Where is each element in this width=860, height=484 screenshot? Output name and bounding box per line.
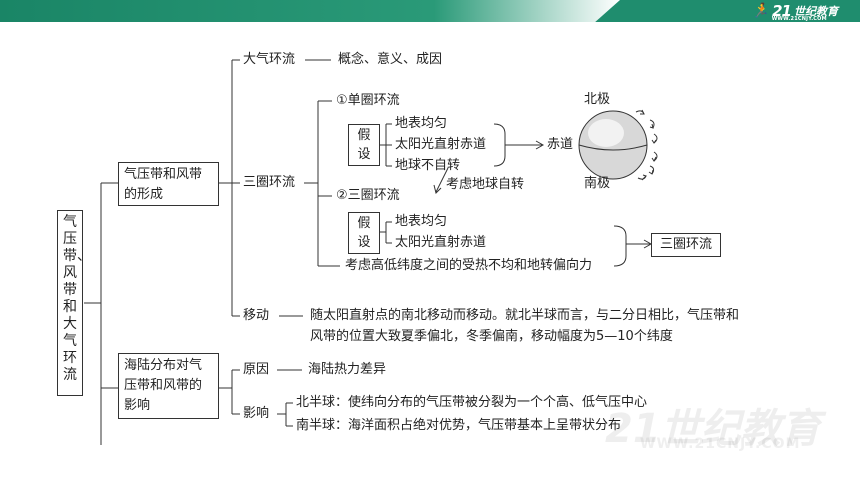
single-assumption-1: 地表均匀 [395, 116, 448, 131]
move-desc-line1: 随太阳直射点的南北移动而移动。就北半球而言，与二分日相比，气压带和 [310, 308, 740, 323]
brand-number: 21 [772, 2, 792, 20]
single-assume-label: 假设 [357, 128, 371, 162]
single-assume-box: 假设 [348, 124, 380, 166]
cause-label: 原因 [243, 362, 270, 377]
brand-name: 世纪教育 [794, 5, 838, 18]
branch-formation-box: 气压带和风带的形成 [118, 162, 219, 206]
branch-land-sea-title: 海陆分布对气压带和风带的影响 [124, 358, 203, 413]
root-topic: 气压带、风带和大气环流 [63, 214, 91, 383]
triple-assumption-2: 太阳光直射赤道 [395, 235, 487, 250]
triple-cell-label: ②三圈环流 [336, 188, 400, 203]
watermark-url: WWW.21CNJY.COM [640, 436, 801, 452]
cause-desc: 海陆热力差异 [308, 362, 387, 377]
move-desc-line2: 风带的位置大致夏季偏北，冬季偏南，移动幅度为5—10个纬度 [310, 329, 673, 344]
globe-south-label: 南极 [584, 176, 611, 191]
branch-land-sea-box: 海陆分布对气压带和风带的影响 [118, 353, 219, 419]
move-label: 移动 [243, 308, 270, 323]
three-cell-result-box: 三圈环流 [651, 233, 721, 257]
watermark: 21世纪教育 [605, 406, 821, 452]
runner-icon: 🏃 [751, 3, 770, 19]
rotation-note: 考虑地球自转 [446, 177, 525, 192]
factor-note: 考虑高低纬度之间的受热不均和地转偏向力 [345, 258, 593, 273]
three-cell-label: 三圈环流 [243, 175, 296, 190]
triple-assumption-1: 地表均匀 [395, 214, 448, 229]
branch-formation-title: 气压带和风带的形成 [124, 167, 203, 202]
globe-north-label: 北极 [584, 92, 611, 107]
single-cell-label: ①单圈环流 [336, 93, 400, 108]
globe-equator-label: 赤道 [547, 137, 574, 152]
triple-assume-box: 假设 [348, 212, 380, 254]
root-topic-box: 气压带、风带和大气环流 [57, 210, 91, 396]
single-assumption-3: 地球不自转 [395, 158, 461, 173]
effect-south: 南半球：海洋面积占绝对优势，气压带基本上呈带状分布 [296, 418, 622, 433]
header-accent [0, 0, 620, 22]
effect-label: 影响 [243, 406, 270, 421]
atmos-circulation-label: 大气环流 [243, 52, 296, 67]
header-bar: 🏃 21 世纪教育 WWW.21CNJY.COM [0, 0, 860, 22]
triple-assume-label: 假设 [357, 216, 371, 250]
atmos-circulation-desc: 概念、意义、成因 [338, 52, 443, 67]
single-assumption-2: 太阳光直射赤道 [395, 137, 487, 152]
brand-url: WWW.21CNJY.COM [771, 16, 827, 22]
effect-north: 北半球：使纬向分布的气压带被分裂为一个个高、低气压中心 [296, 395, 648, 410]
brand-logo: 🏃 21 世纪教育 WWW.21CNJY.COM [751, 2, 838, 22]
three-cell-result: 三圈环流 [659, 237, 712, 252]
